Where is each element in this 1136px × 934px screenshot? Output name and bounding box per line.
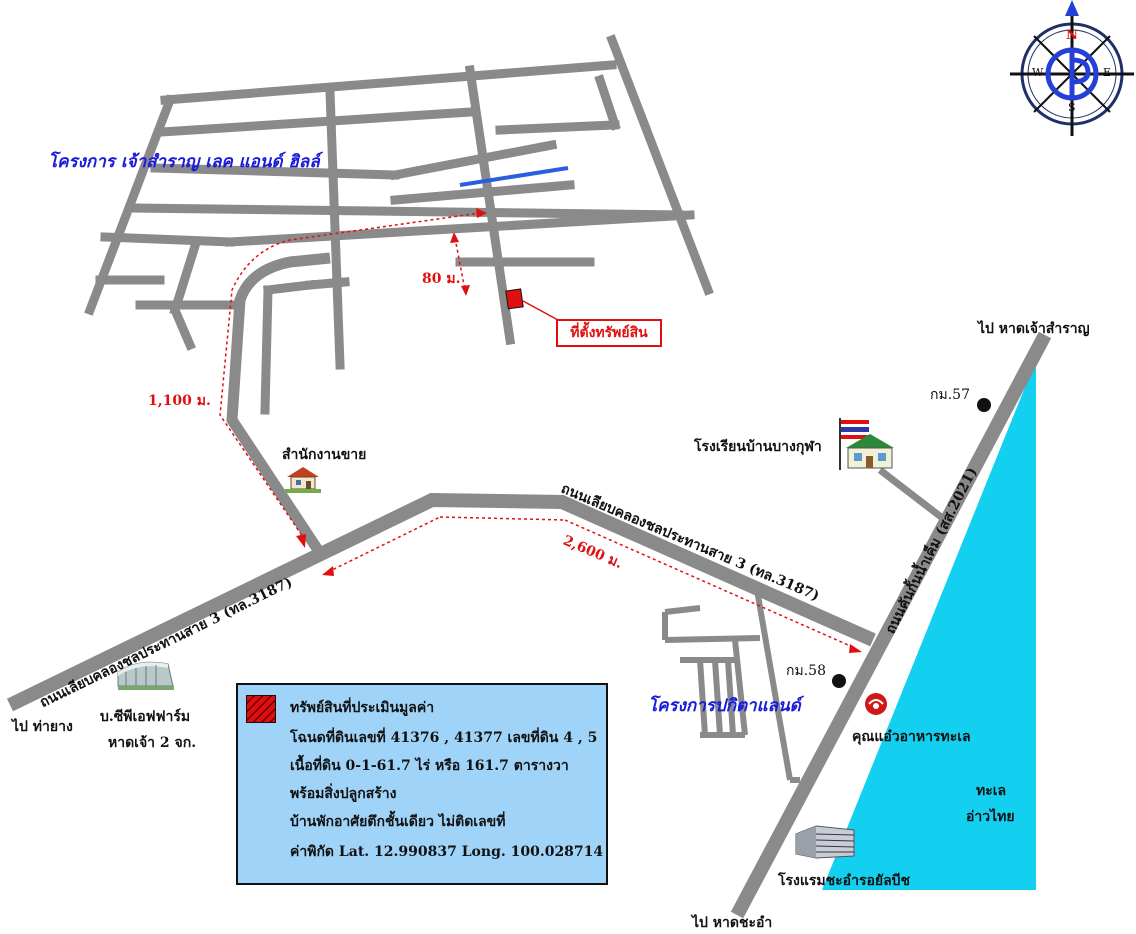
distance-paths [219,208,862,653]
distance-1100-label: 1,100 ม. [148,393,211,409]
coastal-road [730,331,1052,919]
property-marker[interactable] [505,288,559,321]
house-icon [285,467,321,493]
main-road-3187 [6,492,876,712]
to-north-label: ไป หาดเจ้าสำราญ [978,321,1090,337]
km57-label: กม.57 [930,387,970,403]
restaurant-label: คุณแอ๋วอาหารทะเล [852,729,971,745]
km57-marker [977,398,991,412]
distance-80-label: 80 ม. [422,271,461,287]
compass-west-label: W [1032,66,1044,79]
farm-label-line2: หาดเจ้า 2 จก. [108,735,197,751]
restaurant-icon [865,693,887,715]
to-west-label: ไป ท่ายาง [12,719,73,735]
legend-box: ทรัพย์สินที่ประเมินมูลค่า โฉนดที่ดินเลขท… [236,683,608,885]
legend-line-3: เนื้อที่ดิน 0-1-61.7 ไร่ หรือ 161.7 ตารา… [290,758,569,774]
sea-label-line2: อ่าวไทย [966,809,1015,825]
legend-line-1: ทรัพย์สินที่ประเมินมูลค่า [290,700,435,716]
hotel-label: โรงแรมชะอำรอยัลบีช [778,873,911,889]
legend-line-2: โฉนดที่ดินเลขที่ 41376 , 41377 เลขที่ดิน… [290,730,598,746]
hotel-icon [795,825,855,859]
school-icon [839,418,894,470]
legend-line-6: ค่าพิกัด Lat. 12.990837 Long. 100.028714 [290,844,604,860]
km58-marker [832,674,846,688]
access-road [226,252,331,554]
property-location-box[interactable]: ที่ตั้งทรัพย์สิน [556,319,662,347]
road-network [84,34,714,415]
km58-label: กม.58 [786,663,826,679]
project-right-label: โครงการปกิตาแลนด์ [648,696,801,716]
school-label: โรงเรียนบ้านบางกุฬา [694,439,822,455]
project-top-label: โครงการ เจ้าสำราญ เลค แอนด์ ฮิลล์ [48,152,320,172]
property-swatch [246,695,276,723]
pakita-roads [662,589,800,783]
farm-building-icon [117,661,174,690]
compass-rose [1010,0,1134,136]
canal [459,166,569,187]
sales-office-label: สำนักงานขาย [282,447,367,463]
farm-label-line1: บ.ซีพีเอฟฟาร์ม [100,709,191,725]
legend-line-4: พร้อมสิ่งปลูกสร้าง [290,786,397,802]
legend-line-5: บ้านพักอาศัยตึกชั้นเดียว ไม่ติดเลขที่ [290,814,506,830]
school-road [877,467,948,523]
compass-east-label: E [1103,66,1112,79]
compass-north-label: N [1066,28,1078,43]
compass-south-label: S [1068,101,1076,114]
sea-label-line1: ทะเล [976,783,1007,799]
to-south-label: ไป หาดชะอำ [692,915,773,931]
sea-area [822,360,1036,890]
